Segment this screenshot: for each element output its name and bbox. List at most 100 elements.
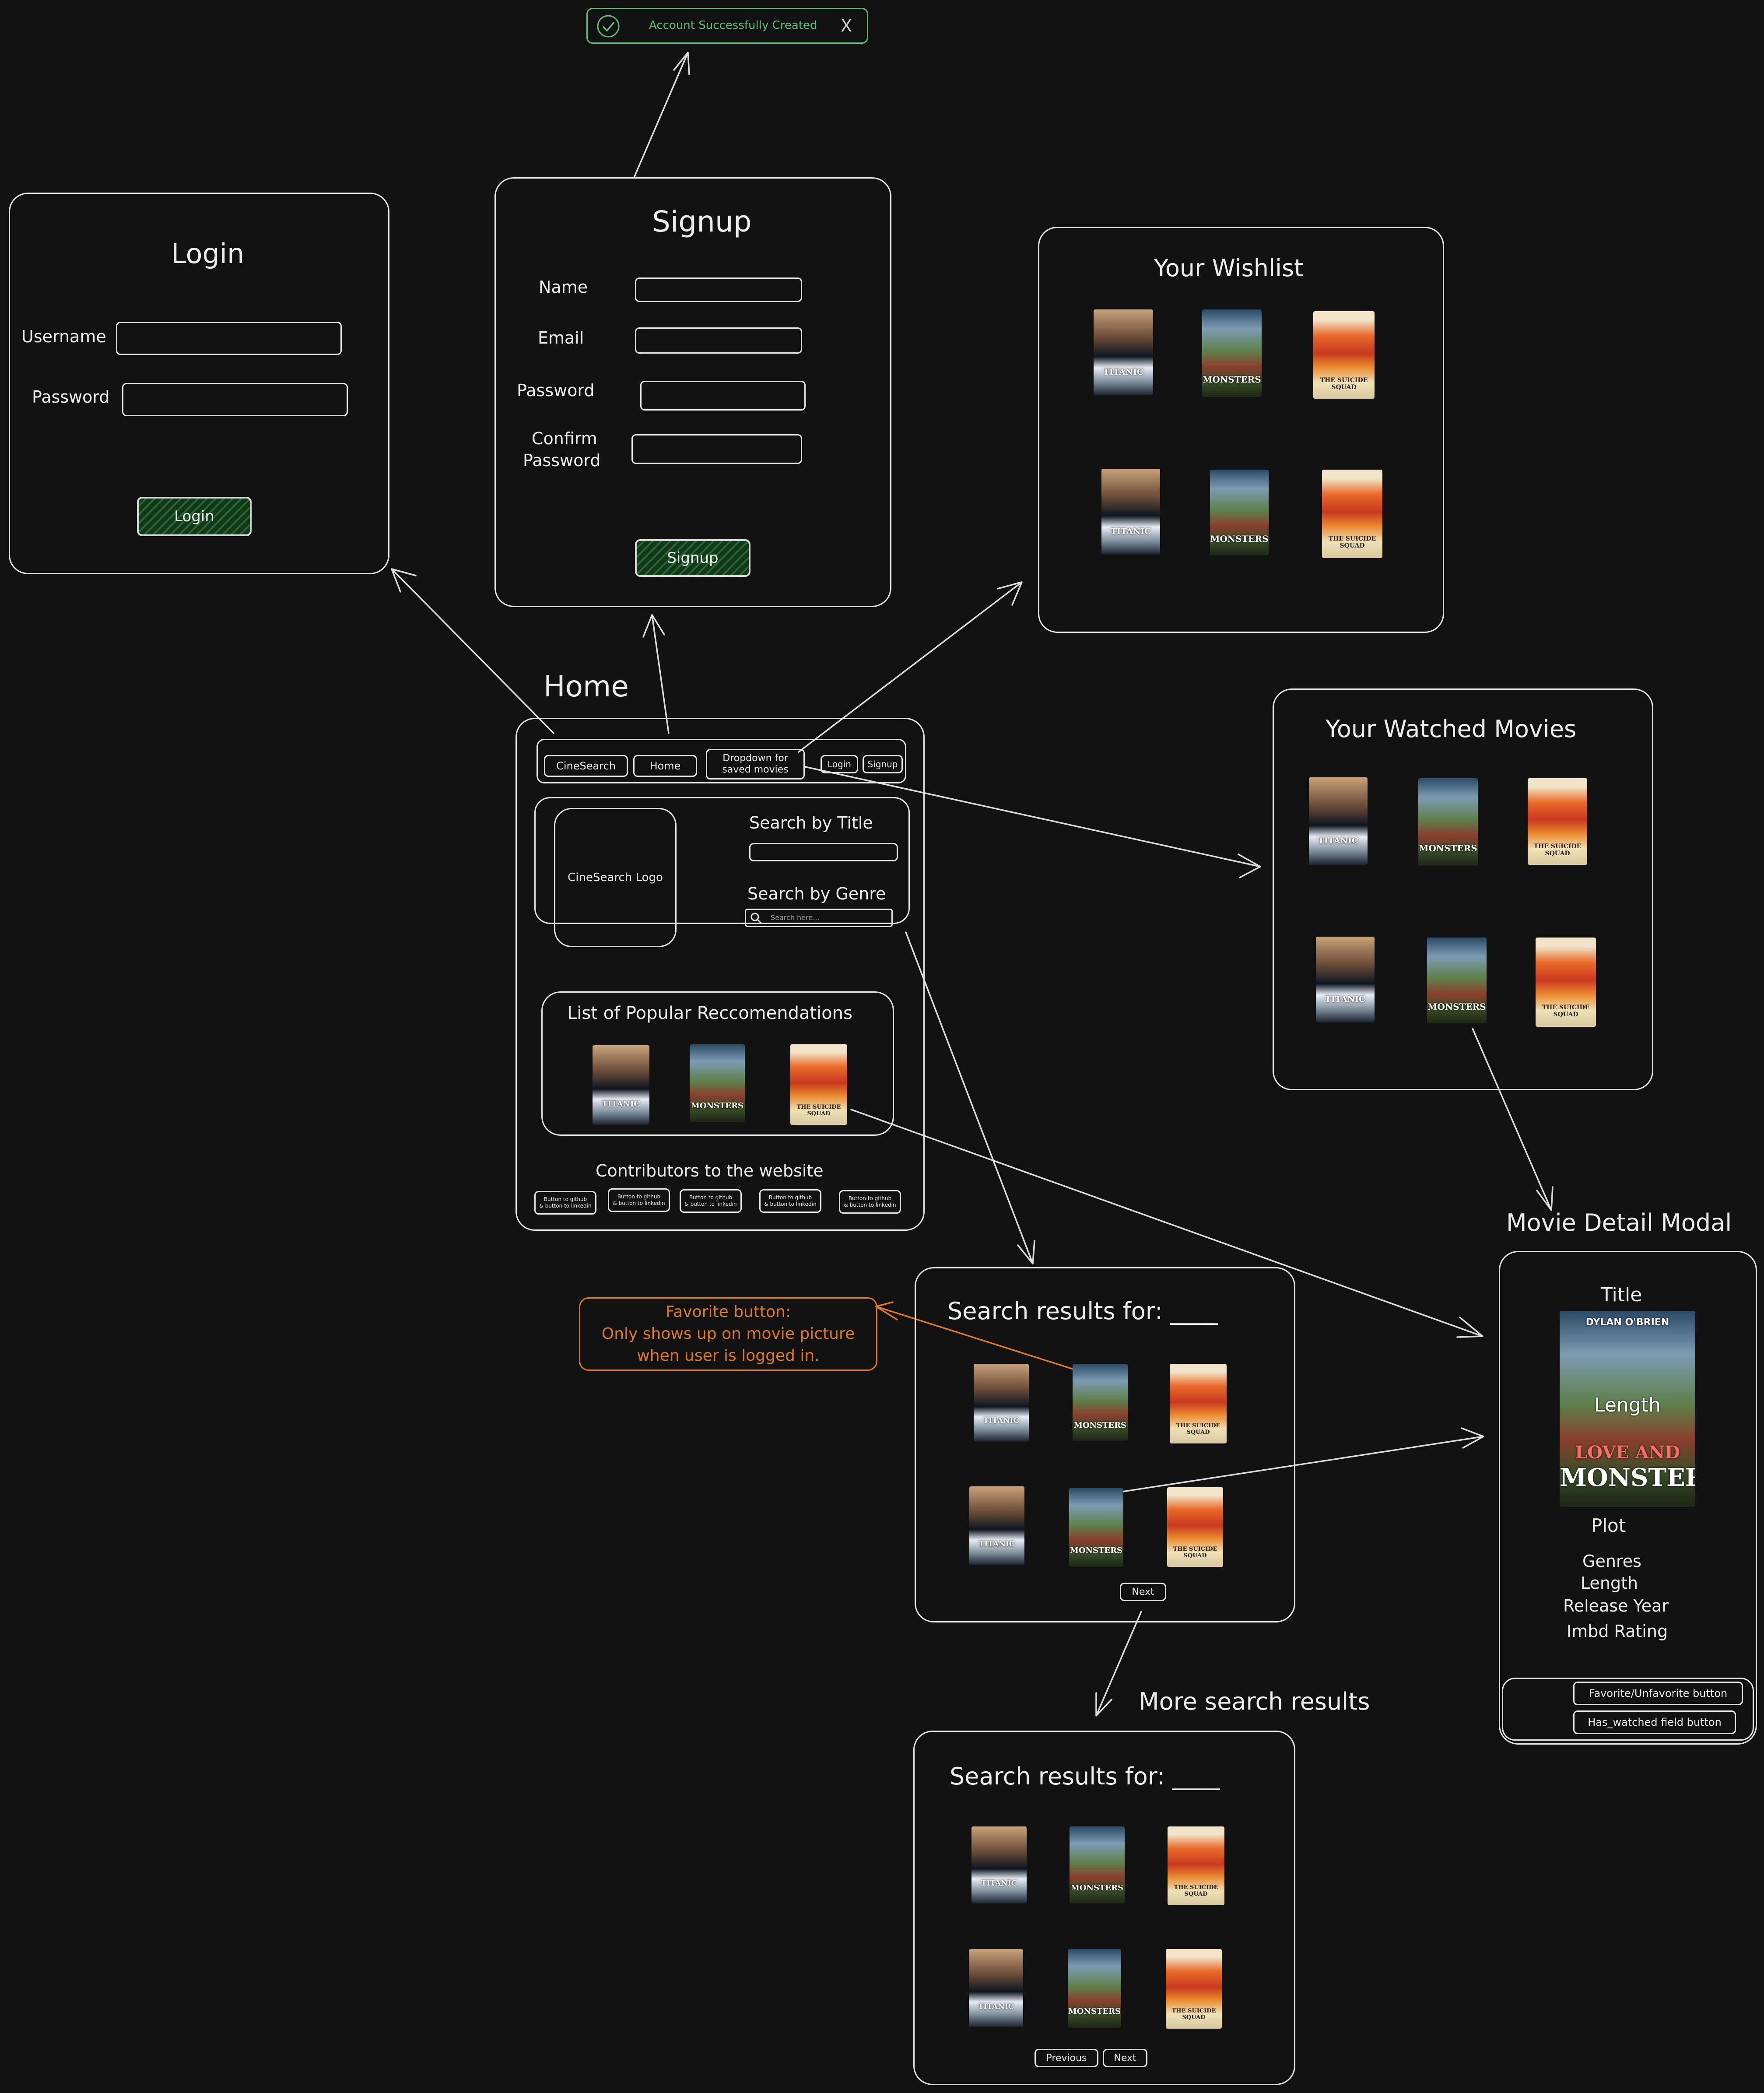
movie-poster[interactable]: THE SUICIDE SQUAD xyxy=(1170,1364,1227,1443)
checkmark-icon xyxy=(597,15,620,38)
arrow-search-to-results xyxy=(905,931,1035,1264)
movie-poster[interactable]: MONSTERS xyxy=(1427,938,1487,1023)
login-title: Login xyxy=(171,238,245,270)
navbar: CineSearch Home Dropdown for saved movie… xyxy=(537,739,906,783)
title-search-input[interactable] xyxy=(749,843,898,861)
login-button[interactable]: Login xyxy=(137,497,252,536)
nav-login[interactable]: Login xyxy=(821,755,858,773)
movie-poster[interactable]: MONSTERS xyxy=(1069,1488,1123,1567)
signup-button[interactable]: Signup xyxy=(635,539,750,577)
arrow-signup-to-toast xyxy=(634,52,690,177)
movie-poster[interactable]: MONSTERS xyxy=(1073,1364,1128,1441)
movie-poster[interactable]: TITANIC xyxy=(1094,309,1153,395)
password-input[interactable] xyxy=(640,381,806,411)
password-label: Password xyxy=(32,387,110,407)
contributor-button[interactable]: Button to github& button to linkedin xyxy=(680,1189,742,1213)
movie-poster[interactable]: THE SUICIDE SQUAD xyxy=(1168,1826,1224,1905)
movie-poster[interactable]: THE SUICIDE SQUAD xyxy=(1313,311,1375,399)
search-results-title: Search results for: ____ xyxy=(947,1297,1218,1325)
name-input[interactable] xyxy=(635,277,802,302)
modal-footer: Favorite/Unfavorite button Has_watched f… xyxy=(1502,1678,1754,1741)
search-genre-label: Search by Genre xyxy=(747,884,886,903)
movie-poster[interactable]: TITANIC xyxy=(1101,469,1160,555)
arrow-result-to-modal xyxy=(1116,1427,1484,1493)
movie-poster[interactable]: TITANIC xyxy=(1316,937,1375,1022)
arrow-next-to-more xyxy=(1095,1611,1142,1717)
nav-brand[interactable]: CineSearch xyxy=(544,755,628,777)
movie-poster[interactable]: MONSTERS xyxy=(1068,1949,1121,2028)
home-frame: CineSearch Home Dropdown for saved movie… xyxy=(516,718,925,1231)
movie-poster[interactable]: MONSTERS xyxy=(1202,309,1262,397)
contributor-button[interactable]: Button to github& button to linkedin xyxy=(534,1191,596,1215)
nav-saved-dropdown[interactable]: Dropdown for saved movies xyxy=(706,749,805,780)
modal-plot: Plot xyxy=(1591,1515,1626,1536)
note-line2: Only shows up on movie picture xyxy=(601,1325,855,1343)
popular-title: List of Popular Reccomendations xyxy=(567,1003,852,1023)
contributor-button[interactable]: Button to github& button to linkedin xyxy=(839,1190,901,1214)
dropdown-label-line1: Dropdown for xyxy=(722,753,788,764)
modal-release-year: Release Year xyxy=(1563,1596,1669,1615)
note-line1: Favorite button: xyxy=(665,1303,791,1321)
previous-button[interactable]: Previous xyxy=(1035,2049,1098,2067)
favorite-toggle-button[interactable]: Favorite/Unfavorite button xyxy=(1573,1682,1743,1705)
movie-poster[interactable]: MONSTERS xyxy=(1070,1826,1125,1903)
note-line3: when user is logged in. xyxy=(637,1347,820,1365)
nav-home[interactable]: Home xyxy=(633,755,697,777)
search-title-label: Search by Title xyxy=(749,813,873,832)
next-button[interactable]: Next xyxy=(1103,2049,1147,2067)
password-input[interactable] xyxy=(122,383,348,416)
modal-heading: Movie Detail Modal xyxy=(1506,1209,1732,1236)
movie-poster[interactable]: TITANIC xyxy=(969,1486,1024,1565)
movie-poster[interactable]: THE SUICIDE SQUAD xyxy=(790,1044,847,1125)
arrow-watched-to-modal xyxy=(1472,1028,1554,1211)
username-input[interactable] xyxy=(116,322,342,355)
next-button[interactable]: Next xyxy=(1120,1583,1166,1601)
movie-poster[interactable]: TITANIC xyxy=(593,1045,649,1125)
genre-search-input[interactable]: Search here... xyxy=(745,909,893,927)
movie-poster[interactable]: MONSTERS xyxy=(690,1044,745,1122)
password-label: Password xyxy=(517,381,595,400)
search-results-title: Search results for: ____ xyxy=(950,1763,1220,1790)
watched-frame: Your Watched Movies TITANIC MONSTERS THE… xyxy=(1273,688,1653,1090)
movie-poster[interactable]: TITANIC xyxy=(969,1949,1023,2027)
movie-poster[interactable]: THE SUICIDE SQUAD xyxy=(1166,1949,1222,2029)
more-results-frame: Search results for: ____ TITANIC MONSTER… xyxy=(913,1731,1295,2085)
name-label: Name xyxy=(539,277,588,297)
watched-toggle-button[interactable]: Has_watched field button xyxy=(1573,1710,1736,1734)
contributor-button[interactable]: Button to github& button to linkedin xyxy=(608,1188,670,1212)
modal-genres: Genres xyxy=(1582,1552,1641,1571)
watched-title: Your Watched Movies xyxy=(1326,715,1577,743)
email-input[interactable] xyxy=(635,327,802,354)
signup-title: Signup xyxy=(652,205,752,239)
wishlist-title: Your Wishlist xyxy=(1154,254,1304,282)
more-results-label: More search results xyxy=(1139,1688,1370,1715)
contributor-button[interactable]: Button to github& button to linkedin xyxy=(759,1189,821,1213)
username-label: Username xyxy=(21,327,106,346)
logo-text: CineSearch Logo xyxy=(568,871,663,884)
movie-poster[interactable]: MONSTERS xyxy=(1210,470,1269,555)
movie-poster[interactable]: TITANIC xyxy=(1309,777,1368,865)
logo-placeholder: CineSearch Logo xyxy=(554,808,677,947)
nav-signup[interactable]: Signup xyxy=(863,755,903,773)
movie-poster[interactable]: MONSTERS xyxy=(1418,778,1478,866)
movie-poster[interactable]: THE SUICIDE SQUAD xyxy=(1536,938,1596,1027)
arrow-note-to-favorite xyxy=(875,1301,1074,1370)
confirm-label-line2: Password xyxy=(523,451,601,470)
arrow-popular-to-modal xyxy=(850,1109,1483,1338)
email-label: Email xyxy=(538,328,584,348)
confirm-password-input[interactable] xyxy=(631,434,802,464)
toast-text: Account Successfully Created xyxy=(649,19,817,32)
arrow-dropdown-to-watched xyxy=(804,766,1261,878)
movie-poster[interactable]: THE SUICIDE SQUAD xyxy=(1167,1487,1223,1567)
close-icon[interactable]: X xyxy=(841,16,852,35)
movie-poster[interactable]: TITANIC xyxy=(974,1364,1029,1442)
movie-detail-modal: Title DYLAN O'BRIEN Length LOVE AND MONS… xyxy=(1499,1251,1757,1745)
search-icon xyxy=(750,913,762,924)
genre-search-placeholder: Search here... xyxy=(771,913,820,922)
movie-poster[interactable]: TITANIC xyxy=(971,1826,1027,1903)
movie-poster[interactable]: THE SUICIDE SQUAD xyxy=(1322,470,1382,558)
search-panel: CineSearch Logo Search by Title Search b… xyxy=(534,797,910,947)
movie-poster[interactable]: THE SUICIDE SQUAD xyxy=(1528,778,1587,865)
confirm-label-line1: Confirm xyxy=(532,429,597,448)
